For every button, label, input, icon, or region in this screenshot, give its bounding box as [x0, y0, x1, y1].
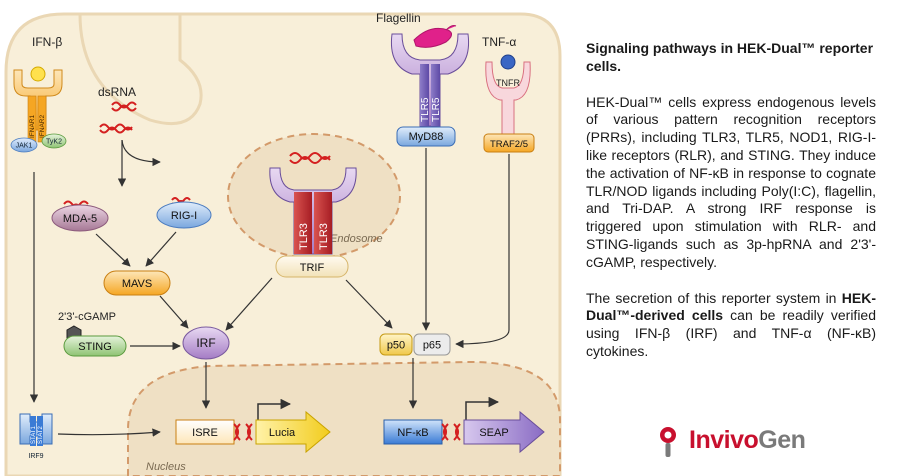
tlr3-label-a: TLR3	[298, 223, 310, 250]
jak1-node	[10, 137, 38, 153]
isre-box	[175, 419, 235, 445]
logo-word-b: Gen	[758, 426, 806, 454]
seap-gene	[463, 410, 545, 454]
logo-mark-icon	[660, 427, 676, 457]
description-paragraph-1: HEK-Dual™ cells express endogenous level…	[586, 93, 876, 270]
mavs-label: MAVS	[122, 278, 152, 290]
nucleus-label: Nucleus	[146, 461, 186, 473]
lucia-label: Lucia	[269, 427, 296, 439]
signaling-diagram: Nucleus Endosome IFN-β IFNAR1 IFNAR2 JAK…	[4, 11, 562, 476]
logo-word-a: Invivo	[689, 426, 759, 454]
mavs-node: MAVS	[103, 270, 171, 296]
ifnar-receptor: IFN-β IFNAR1 IFNAR2 JAK1 TyK2	[10, 35, 67, 153]
flagellin-label: Flagellin	[376, 11, 421, 25]
traf25-node	[483, 133, 535, 153]
cgamp-label: 2'3'-cGAMP	[58, 311, 116, 323]
pathway-arrows	[29, 139, 510, 437]
logo-wordmark: InvivoGen	[689, 426, 806, 455]
lucia-gene	[255, 410, 331, 454]
tlr3-receptor: TLR3 TLR3 TRIF	[269, 152, 357, 278]
ifnb-ligand-icon	[30, 66, 46, 82]
tlr5-label-a: TLR5	[420, 97, 431, 122]
p65-label: p65	[423, 340, 441, 352]
mda5-node: MDA-5	[51, 200, 109, 232]
tnfr-receptor: TNFR TRAF2/5	[483, 61, 535, 153]
invivogen-logo: InvivoGen	[655, 424, 835, 460]
tyk2-label: TyK2	[46, 139, 62, 146]
para2-text-bold: HEK-Dual™-derived cells	[586, 289, 876, 324]
trif-label: TRIF	[300, 262, 325, 274]
tnfr-label: TNFR	[496, 78, 520, 88]
tnfa-ligand-icon	[500, 54, 516, 70]
tlr5-receptor: TLR5 TLR5 MyD88	[390, 33, 470, 147]
rigi-label: RIG-I	[171, 210, 197, 222]
irf9-label: IRF9	[28, 453, 43, 460]
nfkb-dimer: p50 p65	[379, 333, 451, 356]
membrane-invagination	[78, 13, 203, 126]
para2-text-start: The secretion of this reporter system in	[586, 289, 842, 306]
nfkb-box	[383, 419, 443, 445]
rigi-node: RIG-I	[156, 197, 212, 229]
traf25-label: TRAF2/5	[490, 139, 528, 150]
flagellin-ligand-icon	[413, 25, 457, 48]
ifnar1-label: IFNAR1	[29, 115, 36, 139]
stat-complex: STAT1 STAT2 IRF9	[19, 413, 53, 460]
trif-node	[275, 255, 349, 278]
stat2-label: STAT2	[38, 426, 44, 444]
description-panel: Signaling pathways in HEK-Dual™ reporter…	[586, 40, 876, 379]
mda5-label: MDA-5	[63, 213, 97, 225]
figure-caption: Signaling pathways in HEK-Dual™ reporter…	[586, 40, 874, 74]
seap-label: SEAP	[479, 427, 508, 439]
sting-node: STING	[63, 335, 127, 357]
irf-node: IRF	[182, 326, 230, 360]
description-paragraph-2: The secretion of this reporter system in…	[586, 290, 876, 361]
tyk2-node	[41, 133, 67, 149]
ifnar2-label: IFNAR2	[39, 115, 46, 139]
myd88-node	[396, 126, 456, 147]
p50-label: p50	[387, 340, 405, 352]
myd88-label: MyD88	[409, 131, 444, 143]
stat1-label: STAT1	[31, 426, 37, 444]
sting-label: STING	[78, 341, 112, 353]
nfkb-reporter: NF-κB SEAP	[383, 396, 545, 454]
tnfa-label: TNF-α	[482, 35, 516, 49]
irf-label: IRF	[196, 336, 215, 350]
jak1-label: JAK1	[16, 143, 33, 150]
isre-reporter: ISRE Lucia	[175, 398, 331, 454]
nucleus	[127, 360, 561, 476]
para2-text-end: can be readily verified using IFN-β (IRF…	[586, 307, 876, 359]
isre-label: ISRE	[192, 427, 218, 439]
endosome-label: Endosome	[330, 233, 383, 245]
tlr5-label-b: TLR5	[431, 97, 442, 122]
dsrna-strands	[99, 101, 137, 134]
tlr3-label-b: TLR3	[318, 223, 330, 250]
dsrna-label: dsRNA	[98, 85, 136, 99]
ifnb-label: IFN-β	[32, 35, 62, 49]
nfkb-label: NF-κB	[397, 427, 428, 439]
